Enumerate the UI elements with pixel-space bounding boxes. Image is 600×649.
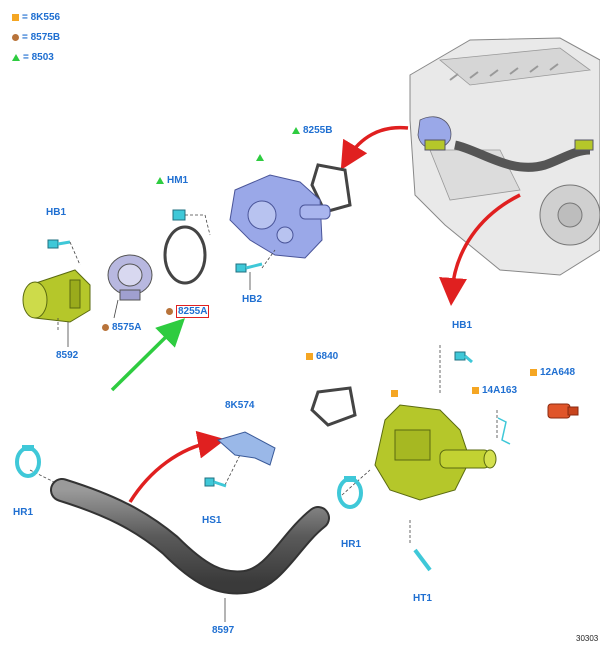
square-marker-icon bbox=[391, 389, 398, 397]
bracket-8k574 bbox=[216, 431, 276, 466]
label-leaders bbox=[67, 272, 251, 622]
red-arrow-to-housing bbox=[439, 193, 521, 306]
clamp-hr1-right bbox=[337, 476, 363, 509]
leader-lines bbox=[29, 214, 498, 545]
reference-number: 30303 bbox=[576, 634, 599, 643]
highlighted-label-text: 8255A bbox=[176, 305, 210, 318]
thermostat-housing-8592 bbox=[22, 269, 91, 323]
red-arrow-to-pump bbox=[340, 125, 409, 171]
circle-marker-icon bbox=[102, 323, 109, 331]
circle-marker-icon bbox=[166, 307, 173, 315]
water-pump bbox=[229, 174, 331, 259]
legend-text: = 8503 bbox=[23, 52, 54, 63]
engine-illustration bbox=[409, 37, 600, 276]
legend-circle: = 8575B bbox=[12, 32, 60, 44]
label-text: 6840 bbox=[316, 351, 339, 362]
o-ring-8255a bbox=[163, 225, 207, 285]
square-marker-icon bbox=[472, 386, 479, 394]
square-marker-icon bbox=[12, 13, 19, 21]
label-8592: 8592 bbox=[56, 350, 79, 361]
label-8k574: 8K574 bbox=[225, 400, 255, 411]
label-text: 14A163 bbox=[482, 385, 518, 396]
label-12a648: 12A648 bbox=[530, 367, 575, 379]
sensor-12a648 bbox=[547, 403, 579, 419]
label-8597: 8597 bbox=[212, 625, 235, 636]
label-8255b: 8255B bbox=[292, 125, 332, 137]
label-hr1-left: HR1 bbox=[13, 507, 34, 518]
triangle-marker-icon bbox=[292, 126, 300, 134]
bolt-hm1 bbox=[172, 209, 186, 221]
label-hr1-right: HR1 bbox=[341, 539, 362, 550]
label-hb2: HB2 bbox=[242, 294, 263, 305]
clip-14a163 bbox=[497, 417, 511, 445]
clamp-hr1-left bbox=[15, 445, 41, 478]
tie-ht1 bbox=[413, 548, 432, 572]
bolt-hb1-top bbox=[47, 239, 71, 249]
gasket-8255b bbox=[310, 163, 352, 214]
bolt-hb2 bbox=[235, 262, 263, 273]
triangle-marker-icon bbox=[256, 153, 264, 161]
label-hb1-top: HB1 bbox=[46, 207, 67, 218]
label-6840: 6840 bbox=[306, 351, 338, 363]
legend-text: = 8575B bbox=[22, 32, 61, 43]
green-arrow-to-gasket bbox=[110, 318, 185, 392]
label-text: 8255B bbox=[303, 125, 333, 136]
triangle-marker-icon bbox=[156, 176, 164, 184]
square-marker-icon bbox=[306, 352, 313, 360]
label-8255a: 8255A bbox=[166, 305, 210, 318]
pump-marker bbox=[256, 152, 267, 164]
legend-triangle: = 8503 bbox=[12, 52, 54, 64]
outlet-housing bbox=[374, 404, 497, 501]
label-ht1: HT1 bbox=[413, 593, 432, 604]
label-text: HM1 bbox=[167, 175, 189, 186]
label-hm1: HM1 bbox=[156, 175, 188, 187]
label-text: 8575A bbox=[112, 322, 142, 333]
label-8575a: 8575A bbox=[102, 322, 141, 334]
bolt-hb1-right bbox=[454, 351, 473, 364]
label-hs1: HS1 bbox=[202, 515, 222, 526]
square-marker-icon bbox=[530, 368, 537, 376]
triangle-marker-icon bbox=[12, 53, 20, 61]
hose-8597 bbox=[52, 480, 328, 593]
legend-square: = 8K556 bbox=[12, 12, 60, 24]
gasket-6840 bbox=[310, 386, 357, 427]
thermostat bbox=[107, 254, 153, 301]
label-hb1-right: HB1 bbox=[452, 320, 473, 331]
red-arrow-to-bracket bbox=[128, 430, 226, 503]
circle-marker-icon bbox=[12, 33, 19, 41]
label-14a163: 14A163 bbox=[472, 385, 517, 397]
label-text: 12A648 bbox=[540, 367, 576, 378]
screw-hs1 bbox=[204, 477, 227, 488]
legend-text: = 8K556 bbox=[22, 12, 61, 23]
housing-marker bbox=[391, 388, 401, 400]
